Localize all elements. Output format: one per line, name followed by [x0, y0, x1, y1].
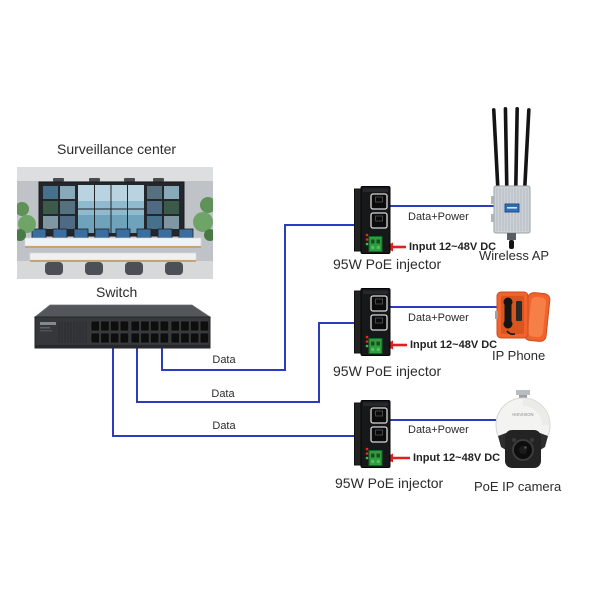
- phone-cord: [506, 330, 516, 335]
- rj45-port-in-icon: [370, 314, 388, 331]
- back-desk: [24, 237, 202, 248]
- injector-label-bottom: 95W PoE injector: [335, 475, 444, 491]
- ap-connector: [507, 233, 516, 240]
- ceiling-lights: [53, 178, 164, 182]
- switch-top-face: [33, 304, 212, 318]
- rj45-port-out-icon: [370, 407, 388, 424]
- rj45-port-out-icon: [370, 193, 388, 210]
- wire-switch-to-middle-injector: [136, 322, 356, 403]
- rj45-port-in-icon: [370, 212, 388, 229]
- wire-label-data-power-bottom: Data+Power: [408, 424, 469, 436]
- dc-terminal-block: [368, 236, 383, 252]
- wireless-ap-label: Wireless AP: [479, 248, 550, 263]
- room-floor: [17, 261, 213, 279]
- rj45-port-out-icon: [370, 295, 388, 312]
- poe-camera-image: HIKVISION: [495, 390, 551, 468]
- switch-logo: [40, 322, 56, 332]
- switch-ports: [90, 320, 209, 344]
- wire-label-data-2: Data: [211, 388, 235, 400]
- ip-phone-label: IP Phone: [492, 348, 546, 363]
- camera-mount: [516, 390, 530, 395]
- ap-mount-tab: [491, 196, 494, 204]
- poe-injector-middle: [354, 288, 391, 356]
- poe-injector-bottom: [354, 400, 391, 468]
- switch-label: Switch: [96, 284, 138, 300]
- office-chairs: [45, 262, 183, 275]
- wire-label-data-power-middle: Data+Power: [408, 312, 469, 324]
- injector-label-middle: 95W PoE injector: [333, 363, 442, 379]
- dc-terminal-block: [368, 450, 383, 466]
- room-ceiling: [17, 167, 213, 181]
- wire-label-data-3: Data: [212, 420, 236, 432]
- dc-input-label-top: Input 12~48V DC: [409, 241, 497, 253]
- plant-left: [17, 202, 36, 241]
- ip-phone-image: [495, 291, 551, 342]
- video-wall-main-screen: [78, 185, 144, 233]
- led-indicator: [365, 233, 369, 237]
- operator-monitors: [31, 228, 194, 239]
- wire-label-data-1: Data: [212, 354, 236, 366]
- phone-keypad: [516, 301, 522, 321]
- switch-image: [33, 304, 212, 349]
- ap-antennas: [491, 107, 531, 188]
- surveillance-room-image: [17, 167, 213, 279]
- wire-switch-to-top-injector: [161, 224, 356, 371]
- wireless-ap-image: [491, 107, 531, 249]
- switch-vents: [58, 322, 87, 343]
- phone-hinge: [495, 311, 498, 319]
- rj45-port-in-icon: [370, 426, 388, 443]
- ap-cable-gland: [509, 240, 514, 249]
- camera-wing-right: [540, 433, 548, 450]
- video-wall-thumbnails-left: [43, 186, 75, 229]
- dc-input-label-middle: Input 12~48V DC: [410, 339, 498, 351]
- poe-injector-top: [354, 186, 391, 254]
- ap-mount-tab: [491, 214, 494, 222]
- camera-wing-left: [498, 433, 506, 450]
- video-wall-thumbnails-right: [147, 186, 179, 229]
- front-desk: [29, 252, 197, 262]
- wire-label-data-power-top: Data+Power: [408, 211, 469, 223]
- video-wall: [38, 181, 185, 237]
- plant-right: [193, 197, 213, 241]
- phone-door: [523, 292, 551, 342]
- wire-switch-to-bottom-injector: [112, 347, 356, 437]
- injector-label-top: 95W PoE injector: [333, 256, 442, 272]
- surveillance-center-label: Surveillance center: [57, 141, 177, 157]
- dc-input-label-bottom: Input 12~48V DC: [413, 452, 501, 464]
- camera-brand-text: HIKVISION: [512, 412, 533, 417]
- dc-terminal-block: [368, 338, 383, 354]
- poe-camera-label: PoE IP camera: [474, 479, 562, 494]
- phone-handset: [503, 297, 513, 329]
